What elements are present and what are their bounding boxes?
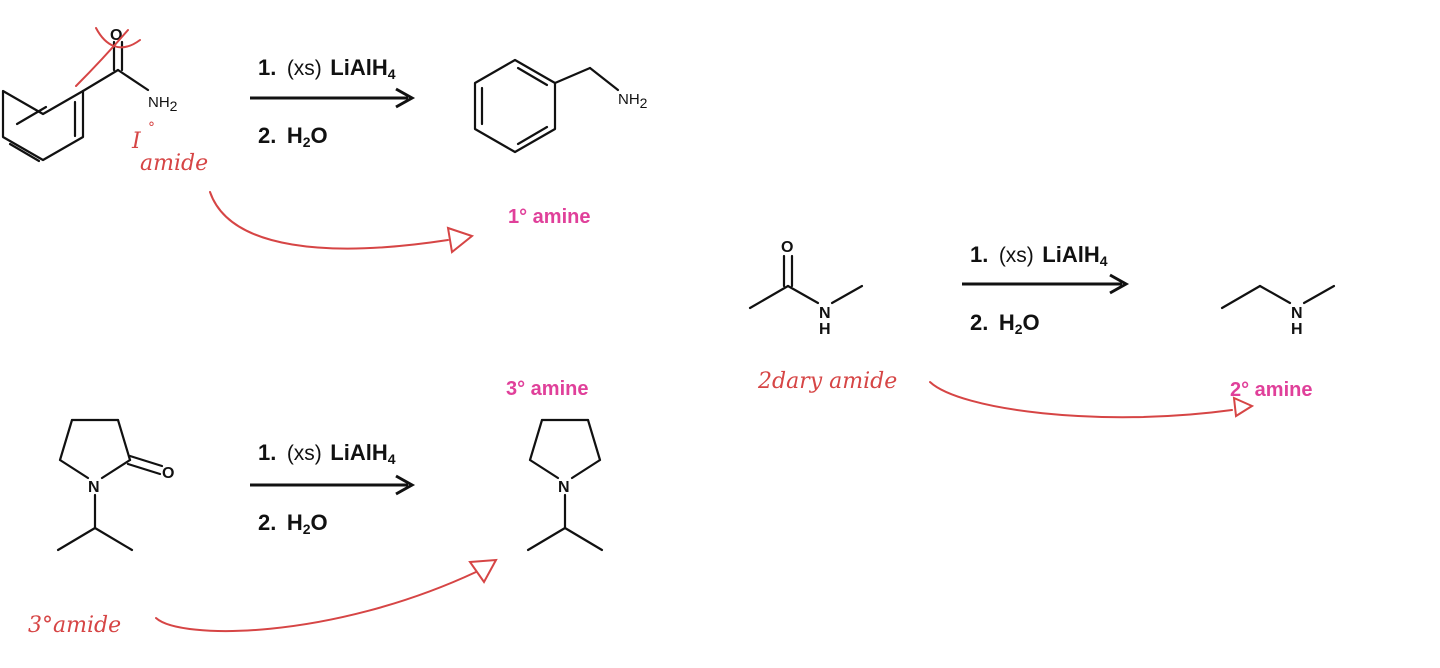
pyrrolidinone-nitrogen: N (88, 479, 100, 496)
note-primary-amide: I ° amide (131, 120, 208, 176)
benzamide-structure: O NH2 (1, 27, 178, 163)
annotation-arrow-secondary (929, 381, 1233, 419)
benzamide-oxygen: O (110, 27, 122, 44)
acetamide-hydrogen: H (819, 321, 831, 338)
annotation-arrow-tertiary (155, 571, 477, 633)
n-isopropylpyrrolidinone-structure: N O (56, 418, 174, 552)
svg-text:2. H2O: 2. H2O (970, 310, 1040, 337)
reaction-tertiary: N O 1. (xs) LiAlH4 2. H2O N (28, 378, 604, 638)
svg-text:2. H2O: 2. H2O (258, 123, 328, 150)
ethylamine-nitrogen: N (1291, 305, 1303, 322)
reaction-primary: O NH2 1. (xs) LiAlH4 2. H2O (1, 27, 648, 254)
conditions-primary: 1. (xs) LiAlH4 2. H2O (250, 55, 416, 150)
n-methylethylamine-structure: N H (1220, 284, 1336, 338)
product-label-secondary: 2° amine (1230, 379, 1312, 401)
reaction-secondary: O N H 1. (xs) LiAlH4 2. H2O N H 2° amine (748, 239, 1336, 419)
conditions-tertiary: 1. (xs) LiAlH4 2. H2O (250, 440, 416, 537)
acetamide-oxygen: O (781, 239, 793, 256)
svg-text:1. (xs) LiAlH4: 1. (xs) LiAlH4 (258, 55, 396, 82)
n-methylacetamide-structure: O N H (748, 239, 864, 338)
pyrrolidinone-oxygen: O (162, 465, 174, 482)
n-isopropylpyrrolidine-structure: N (526, 418, 604, 552)
note-tertiary-amide: 3°amide (28, 613, 121, 638)
svg-text:2. H2O: 2. H2O (258, 510, 328, 537)
note-secondary-amide: 2dary amide (757, 369, 897, 394)
benzamide-amine: NH2 (148, 94, 178, 114)
annotation-arrow-primary (209, 191, 449, 250)
svg-text:1. (xs) LiAlH4: 1. (xs) LiAlH4 (970, 242, 1108, 269)
svg-text:1. (xs) LiAlH4: 1. (xs) LiAlH4 (258, 440, 396, 467)
svg-text:°: ° (148, 120, 155, 136)
svg-text:amide: amide (140, 151, 208, 176)
svg-text:I: I (131, 129, 142, 154)
acetamide-nitrogen: N (819, 305, 831, 322)
conditions-secondary: 1. (xs) LiAlH4 2. H2O (962, 242, 1130, 337)
benzylamine-structure: NH2 (473, 58, 648, 154)
carbonyl-cross-out (75, 27, 141, 87)
product-label-tertiary: 3° amine (506, 378, 588, 400)
benzylamine-amine: NH2 (618, 91, 648, 111)
ethylamine-hydrogen: H (1291, 321, 1303, 338)
pyrrolidine-nitrogen: N (558, 479, 570, 496)
product-label-primary: 1° amine (508, 206, 590, 228)
